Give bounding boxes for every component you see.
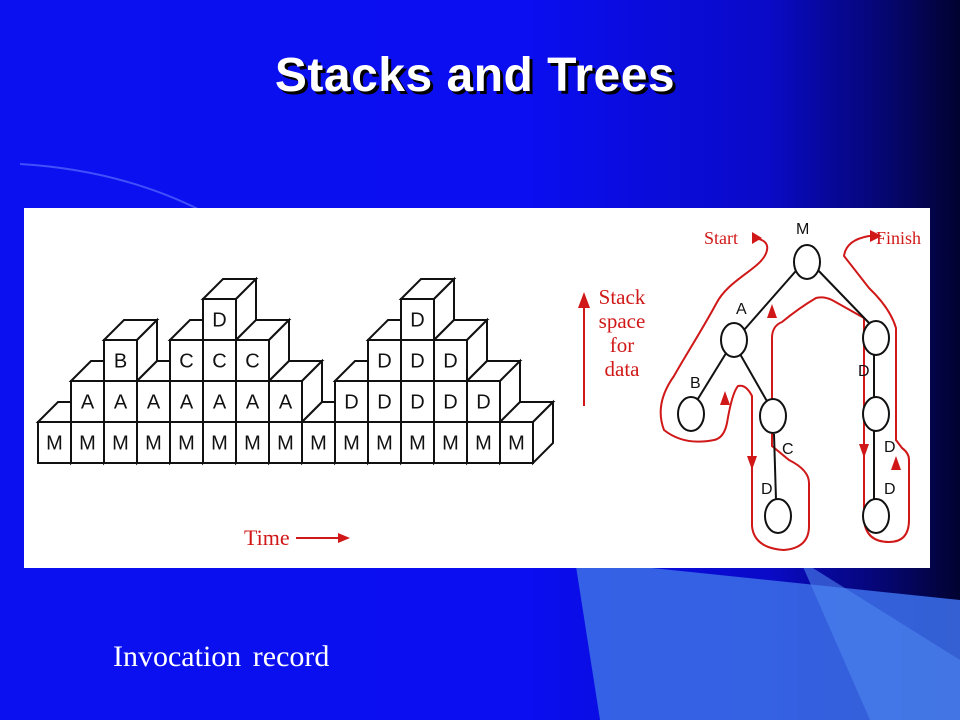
node-label-d3: D (884, 439, 896, 456)
stack-cube-label: M (409, 433, 426, 455)
node-m (793, 244, 821, 280)
node-c (759, 398, 787, 434)
stack-cube-label: C (245, 351, 259, 373)
stack-cube-label: M (244, 433, 261, 455)
stack-cube-label: M (343, 433, 360, 455)
stack-cube-label: M (112, 433, 129, 455)
tree-edges (695, 263, 875, 501)
stack-cube-label: D (476, 392, 490, 414)
time-axis: Time (244, 525, 350, 550)
call-tree-diagram: Start Finish (659, 221, 921, 552)
stack-cube-label: B (114, 351, 127, 373)
stack-cube-label: A (279, 392, 293, 414)
stack-cube-label: M (145, 433, 162, 455)
node-label-d2: D (858, 363, 870, 380)
stack-cube-label: D (410, 351, 424, 373)
stack-cube-label: M (310, 433, 327, 455)
stack-cube-label: A (246, 392, 260, 414)
stack-cube-label: D (410, 310, 424, 332)
node-label-b: B (690, 375, 701, 392)
node-label-d1: D (761, 481, 773, 498)
stack-cube: M (497, 399, 556, 466)
tree-node-labels: M A B C D D D D (690, 221, 896, 498)
stack-cube-label: D (443, 392, 457, 414)
node-a (720, 322, 748, 358)
stack-cube-label: M (442, 433, 459, 455)
stack-cube-label: D (443, 351, 457, 373)
stack-cube-label: M (508, 433, 525, 455)
stack-cube-label: C (212, 351, 226, 373)
traversal-path (659, 235, 910, 552)
stack-cube-label: M (277, 433, 294, 455)
time-label: Time (244, 525, 290, 550)
stack-cube-label: M (376, 433, 393, 455)
stack-cube: A (266, 358, 325, 425)
stack-cube-label: D (212, 310, 226, 332)
stack-cube-label: C (179, 351, 193, 373)
node-b (677, 396, 705, 432)
start-arrow-head (752, 232, 762, 244)
stack-cube: D (431, 317, 490, 384)
stack-cube-label: D (344, 392, 358, 414)
stack-cube-label: D (377, 392, 391, 414)
stack-cube-label: A (180, 392, 194, 414)
stack-cube-label: D (377, 351, 391, 373)
stack-cube-label: A (147, 392, 161, 414)
slide-caption: Invocation record (113, 640, 330, 673)
node-label-a: A (736, 301, 747, 318)
node-label-d4: D (884, 481, 896, 498)
finish-arrow-head (870, 230, 882, 242)
stack-cube-label: D (410, 392, 424, 414)
stack-cube-label: M (211, 433, 228, 455)
node-d1 (764, 498, 792, 534)
finish-label: Finish (876, 228, 921, 248)
start-label: Start (704, 228, 738, 248)
slide-title: Stacks and Trees (274, 49, 676, 102)
stack-cube-label: A (114, 392, 128, 414)
stack-cube: C (233, 317, 292, 384)
node-d2 (862, 320, 890, 356)
node-d4 (862, 498, 890, 534)
stack-cube-label: A (213, 392, 227, 414)
node-label-m: M (796, 221, 809, 238)
stack-cube: D (398, 276, 457, 343)
tree-nodes (677, 244, 890, 534)
node-d3 (862, 396, 890, 432)
stack-cube-label: M (79, 433, 96, 455)
stack-cube-label: M (46, 433, 63, 455)
stack-cube-label: M (178, 433, 195, 455)
stack-cube-label: A (81, 392, 95, 414)
node-label-c: C (782, 441, 794, 458)
stack-cube-label: M (475, 433, 492, 455)
